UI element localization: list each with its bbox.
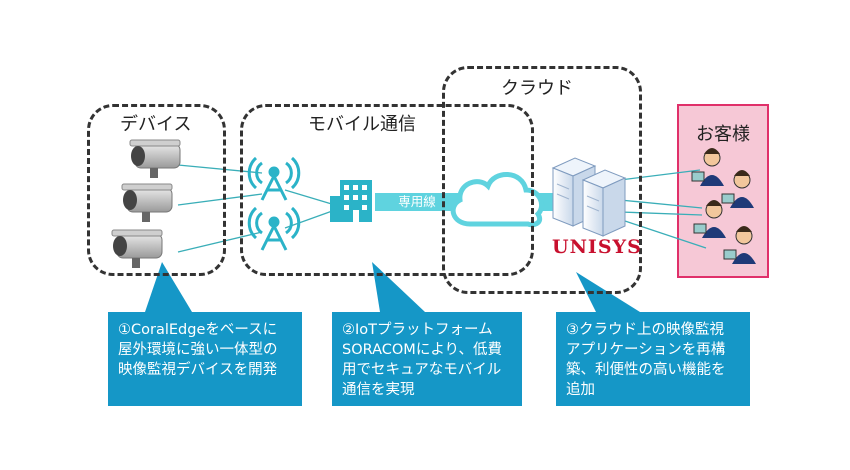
callout-text: 築、利便性の高い機能を [566,362,726,378]
antenna-tower-icon [247,206,301,251]
callout-cloud: ③クラウド上の映像監視 アプリケーションを再構 築、利便性の高い機能を 追加 [556,312,750,406]
callout-text: ①CoralEdgeをベースに [118,322,278,338]
connector-lines [177,164,707,253]
callout-text: 通信を実現 [342,382,415,398]
callout-text: 用でセキュアなモバイル [342,362,502,378]
dedicated-line-label: 専用線 [398,194,436,209]
devices-title: デバイス [116,110,196,136]
callout-text: 追加 [566,382,595,398]
camera-icon [111,229,163,268]
cloud-title: クラウド [497,74,577,100]
callout-pointer-1 [145,262,192,312]
callout-text: アプリケーションを再構 [566,342,726,358]
callout-text: 映像監視デバイスを開発 [118,362,278,378]
building-icon [330,180,372,222]
callout-mobile: ②IoTプラットフォーム SORACOMにより、低費 用でセキュアなモバイル 通… [332,312,522,406]
unisys-logo: UNISYS [552,236,642,258]
antenna-tower-icon [247,156,301,201]
user-with-laptop-icon [693,200,726,238]
server-icon [581,169,627,237]
callout-text: SORACOMにより、低費 [342,342,502,358]
callout-text: ②IoTプラットフォーム [342,322,493,338]
callout-text: ③クラウド上の映像監視 [566,322,724,338]
user-with-laptop-icon [691,148,724,186]
user-with-laptop-icon [721,170,754,208]
mobile-group [240,104,534,276]
cloud-icon [450,172,544,228]
callout-devices: ①CoralEdgeをベースに 屋外環境に強い一体型の 映像監視デバイスを開発 [108,312,302,406]
devices-group [87,104,226,276]
user-with-laptop-icon [723,226,756,264]
mobile-title: モバイル通信 [304,110,420,136]
camera-icon [129,139,181,178]
callout-text: 屋外環境に強い一体型の [118,342,278,358]
cloud-group [442,66,642,294]
camera-icon [121,183,173,222]
